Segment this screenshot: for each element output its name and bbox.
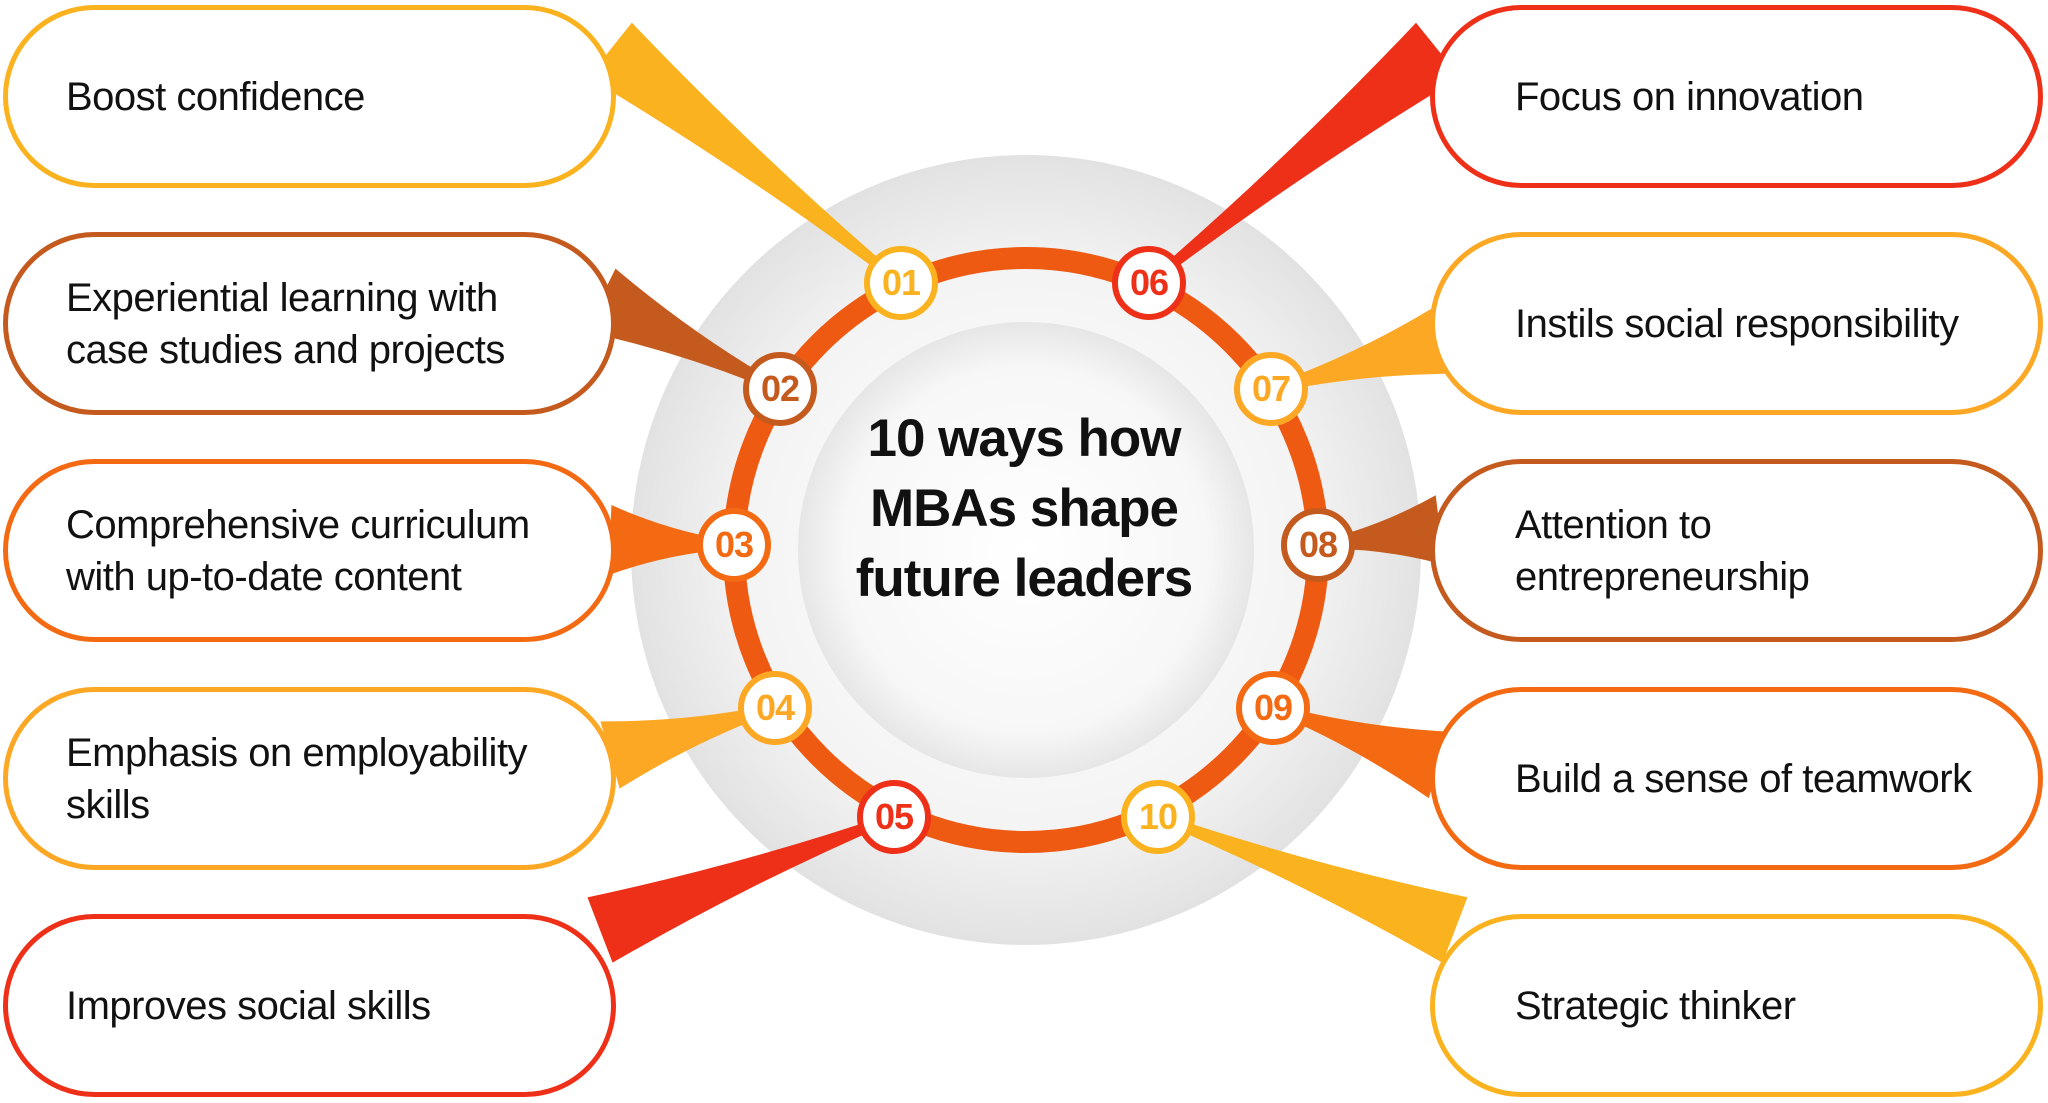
node-number-01: 01 — [881, 262, 921, 303]
pill-label-07: Instils social responsibility — [1515, 301, 1959, 346]
pill-02: Experiential learning with case studies … — [3, 232, 616, 415]
node-04: 04 — [738, 671, 812, 745]
node-02: 02 — [743, 352, 817, 426]
pill-09: Build a sense of teamwork — [1430, 687, 2043, 870]
connector-09 — [1271, 704, 1452, 799]
node-number-10: 10 — [1138, 796, 1178, 837]
connector-01 — [588, 22, 904, 287]
pill-label-01: Boost confidence — [66, 74, 365, 119]
pill-01: Boost confidence — [3, 5, 616, 188]
connector-02 — [584, 268, 782, 393]
center-title: 10 ways how MBAs shape future leaders — [855, 409, 1194, 608]
connector-06 — [1146, 22, 1460, 287]
node-number-08: 08 — [1298, 524, 1338, 565]
pill-04: Emphasis on employability skills — [3, 687, 616, 870]
connector-07 — [1269, 306, 1455, 393]
node-number-06: 06 — [1129, 262, 1169, 303]
inner-disc — [798, 322, 1254, 778]
pill-label-06: Focus on innovation — [1515, 74, 1864, 119]
pill-label-02: Experiential learning with case studies … — [66, 275, 505, 372]
pill-label-03: Comprehensive curriculum with up-to-date… — [66, 502, 530, 599]
pill-05: Improves social skills — [3, 914, 616, 1097]
pill-label-04: Emphasis on employability skills — [66, 730, 528, 827]
node-05: 05 — [857, 780, 931, 854]
node-10: 10 — [1121, 780, 1195, 854]
node-number-09: 09 — [1253, 687, 1293, 728]
connector-04 — [600, 704, 777, 789]
pill-10: Strategic thinker — [1430, 914, 2043, 1097]
pill-07: Instils social responsibility — [1430, 232, 2043, 415]
node-number-07: 07 — [1251, 368, 1291, 409]
pill-label-10: Strategic thinker — [1515, 983, 1796, 1028]
node-06: 06 — [1112, 246, 1186, 320]
pill-03: Comprehensive curriculum with up-to-date… — [3, 459, 616, 642]
connector-03 — [608, 505, 735, 575]
connector-05 — [587, 813, 896, 963]
pill-label-08: Attention to entrepreneurship — [1515, 502, 1810, 599]
connector-10 — [1156, 813, 1468, 963]
node-07: 07 — [1234, 352, 1308, 426]
pill-08: Attention to entrepreneurship — [1430, 459, 2043, 642]
pill-label-05: Improves social skills — [66, 983, 431, 1028]
node-08: 08 — [1281, 508, 1355, 582]
pill-06: Focus on innovation — [1430, 5, 2043, 188]
node-01: 01 — [864, 246, 938, 320]
connectors — [584, 22, 1468, 963]
node-number-03: 03 — [714, 524, 754, 565]
node-number-04: 04 — [755, 687, 795, 728]
node-03: 03 — [697, 508, 771, 582]
node-number-05: 05 — [874, 796, 914, 837]
node-09: 09 — [1236, 671, 1310, 745]
node-number-02: 02 — [760, 368, 800, 409]
pill-label-09: Build a sense of teamwork — [1515, 756, 1972, 801]
